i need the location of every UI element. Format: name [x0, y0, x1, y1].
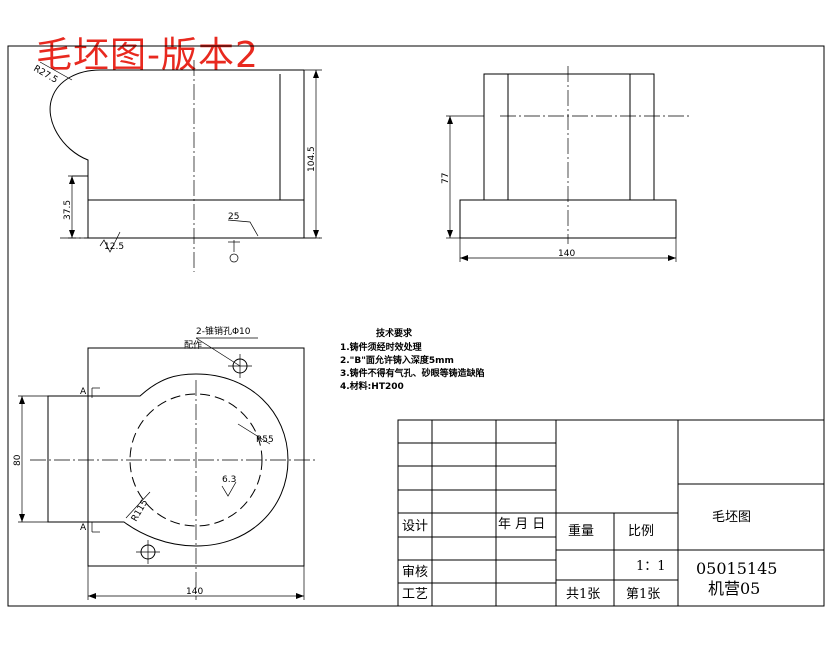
dim-37-5: 37.5: [63, 200, 73, 220]
tb-review: 审核: [402, 565, 428, 580]
drawing-title: 毛坯图-版本2: [36, 35, 259, 76]
notes-heading: 技术要求: [376, 327, 413, 339]
side-upper: [483, 73, 655, 201]
tb-weight: 重量: [568, 523, 594, 539]
technical-notes: 技术要求 1.铸件须经时效处理 2."B"面允许铸入深度5mm 3.铸件不得有气…: [340, 327, 485, 392]
dim-104-5: 104.5: [307, 146, 317, 172]
dim-140-side: 140: [558, 249, 575, 259]
roughness-c: 6.3: [222, 475, 236, 485]
roughness-b: 25: [228, 212, 239, 222]
tb-sheet-no: 第1张: [626, 587, 660, 602]
section-a-top: A: [80, 387, 87, 397]
tb-scale-value: 1：1: [636, 559, 666, 574]
dim-77: 77: [441, 173, 451, 184]
tb-drawing-name: 毛坯图: [712, 510, 751, 525]
dim-r27-5: R27.5: [32, 64, 60, 86]
dim-80: 80: [13, 454, 23, 466]
section-a-bottom: A: [80, 523, 87, 533]
note-1: 1.铸件须经时效处理: [340, 341, 422, 353]
holes-note: 配作: [184, 339, 202, 351]
title-block: 设计 年 月 日 审核 工艺 重量 比例 1：1 共1张 第1张 毛坯图 050…: [397, 419, 825, 607]
note-3: 3.铸件不得有气孔、砂眼等铸造缺陷: [340, 367, 485, 379]
note-2: 2."B"面允许铸入深度5mm: [340, 354, 454, 366]
dim-140-top: 140: [186, 587, 203, 597]
top-left-tab: [47, 395, 89, 523]
front-view: 104.5 37.5 R27.5 12.5 25: [32, 60, 322, 272]
top-view: 2-锥销孔Φ10 配作 R55 R115 6.3 A A 80 140: [13, 325, 318, 600]
front-base: [87, 199, 305, 239]
tb-class: 机营05: [708, 579, 760, 598]
tb-date: 年 月 日: [498, 517, 545, 532]
side-view: 77 140: [441, 66, 690, 262]
tb-design: 设计: [402, 519, 428, 534]
tb-scale-label: 比例: [628, 524, 654, 539]
note-4: 4.材料:HT200: [340, 380, 404, 392]
holes-label: 2-锥销孔Φ10: [196, 325, 251, 337]
tb-process: 工艺: [402, 587, 428, 602]
roughness-a: 12.5: [104, 242, 124, 252]
tb-sheets-total: 共1张: [566, 587, 600, 602]
front-head-outline: [49, 69, 112, 200]
dim-r55: R55: [256, 435, 274, 445]
tb-drawing-no: 05015145: [696, 559, 777, 578]
